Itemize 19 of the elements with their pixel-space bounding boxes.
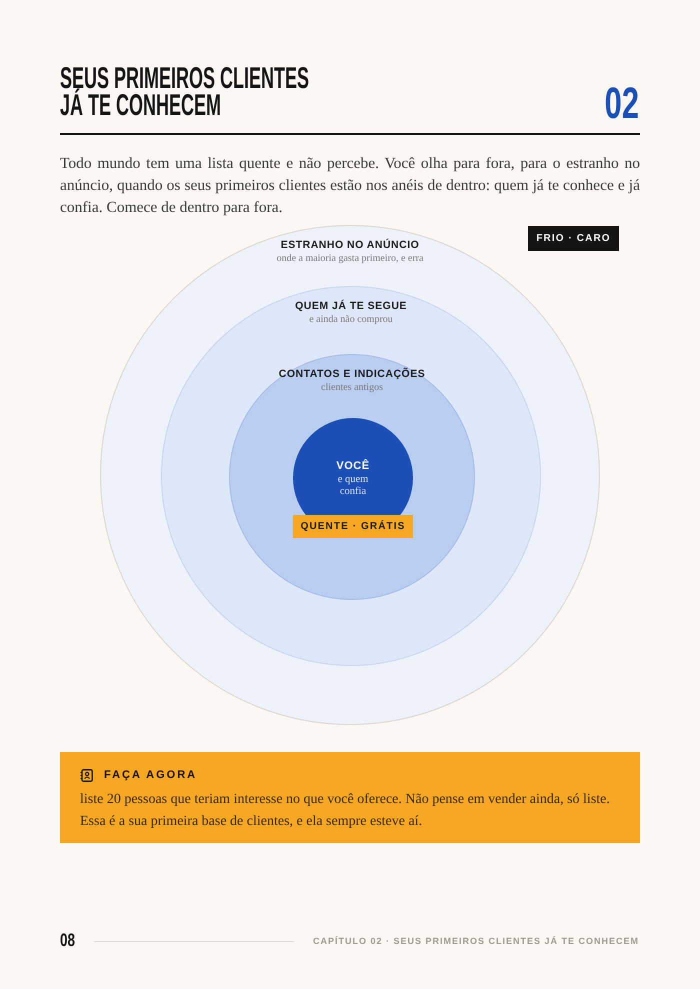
center-circle: [293, 418, 413, 538]
status-tag: FRIO · CARO: [528, 226, 619, 251]
status-tag: QUENTE · GRÁTIS: [293, 515, 413, 538]
callout-heading: FAÇA AGORA: [104, 769, 198, 782]
ring-title: ESTRANHO NO ANÚNCIO: [280, 239, 420, 252]
ring-subtitle: e ainda não comprou: [309, 314, 393, 326]
intro-paragraph: Todo mundo tem uma lista quente e não percebe. Você olha para fora, para o estranho no anúncio, quando os seus primeiros clientes estão nos anéis de dentro: quem já te conhece e já confia. Comece de dentro para fora.: [60, 154, 640, 218]
page-title: SEUS PRIMEIROS CLIENTES JÁ TE CONHECEM: [60, 65, 310, 119]
circle-title: VOCÊ: [336, 460, 370, 473]
ring-title: CONTATOS E INDICAÇÕES: [278, 368, 426, 381]
running-footer: CAPÍTULO 02 · SEUS PRIMEIROS CLIENTES JÁ TE CONHECEM: [312, 936, 639, 947]
ring-title: QUEM JÁ TE SEGUE: [295, 300, 407, 313]
ring-subtitle: onde a maioria gasta primeiro, e erra: [276, 253, 424, 265]
ring-subtitle: clientes antigos: [321, 382, 383, 394]
circle-subtitle: e quem confia: [336, 474, 370, 498]
chapter-number: 02: [604, 83, 639, 125]
action-callout: [60, 752, 640, 843]
page-number: 08: [60, 930, 76, 950]
callout-text: liste 20 pessoas que teriam interesse no que você oferece. Não pense em vender ainda, só liste. Essa é a sua primeira base de clientes, e ela sempre esteve aí.: [80, 791, 611, 831]
